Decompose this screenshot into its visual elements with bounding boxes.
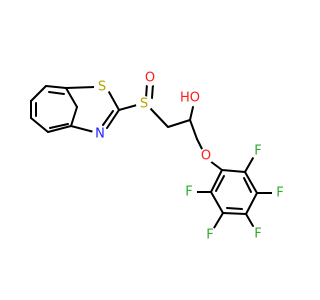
svg-text:S: S xyxy=(140,97,148,112)
pentafluorophenyl-ring-bonds xyxy=(210,169,258,215)
s-sulfinyl-label: S xyxy=(136,96,152,112)
thiazole-ring-bonds xyxy=(65,86,120,133)
f-5-label: F xyxy=(181,184,197,200)
f-3-label: F xyxy=(250,226,266,242)
chain-bonds xyxy=(118,83,223,171)
f-4-label: F xyxy=(202,227,218,243)
f-1-label: F xyxy=(250,143,266,159)
s-ring-label: S xyxy=(94,79,110,95)
svg-text:O: O xyxy=(145,71,155,86)
svg-text:O: O xyxy=(201,149,211,164)
o-sulfinyl-label: O xyxy=(142,70,158,86)
n-ring-label: N xyxy=(92,126,108,142)
hydroxyl-label: HO xyxy=(178,91,202,106)
svg-text:F: F xyxy=(276,186,283,201)
svg-text:F: F xyxy=(254,144,261,159)
benzene-ring-bonds xyxy=(30,85,78,133)
svg-text:N: N xyxy=(95,127,105,142)
fluorine-bonds xyxy=(195,157,273,229)
svg-text:F: F xyxy=(185,185,192,200)
structure-svg: S N S O HO O F F F F F xyxy=(30,70,288,243)
svg-text:F: F xyxy=(206,228,213,243)
svg-text:HO: HO xyxy=(180,91,200,106)
o-ether-label: O xyxy=(198,148,214,164)
svg-text:F: F xyxy=(254,227,261,242)
f-2-label: F xyxy=(272,185,288,201)
svg-text:S: S xyxy=(98,80,106,95)
molecule-diagram: S N S O HO O F F F F F xyxy=(30,70,288,243)
